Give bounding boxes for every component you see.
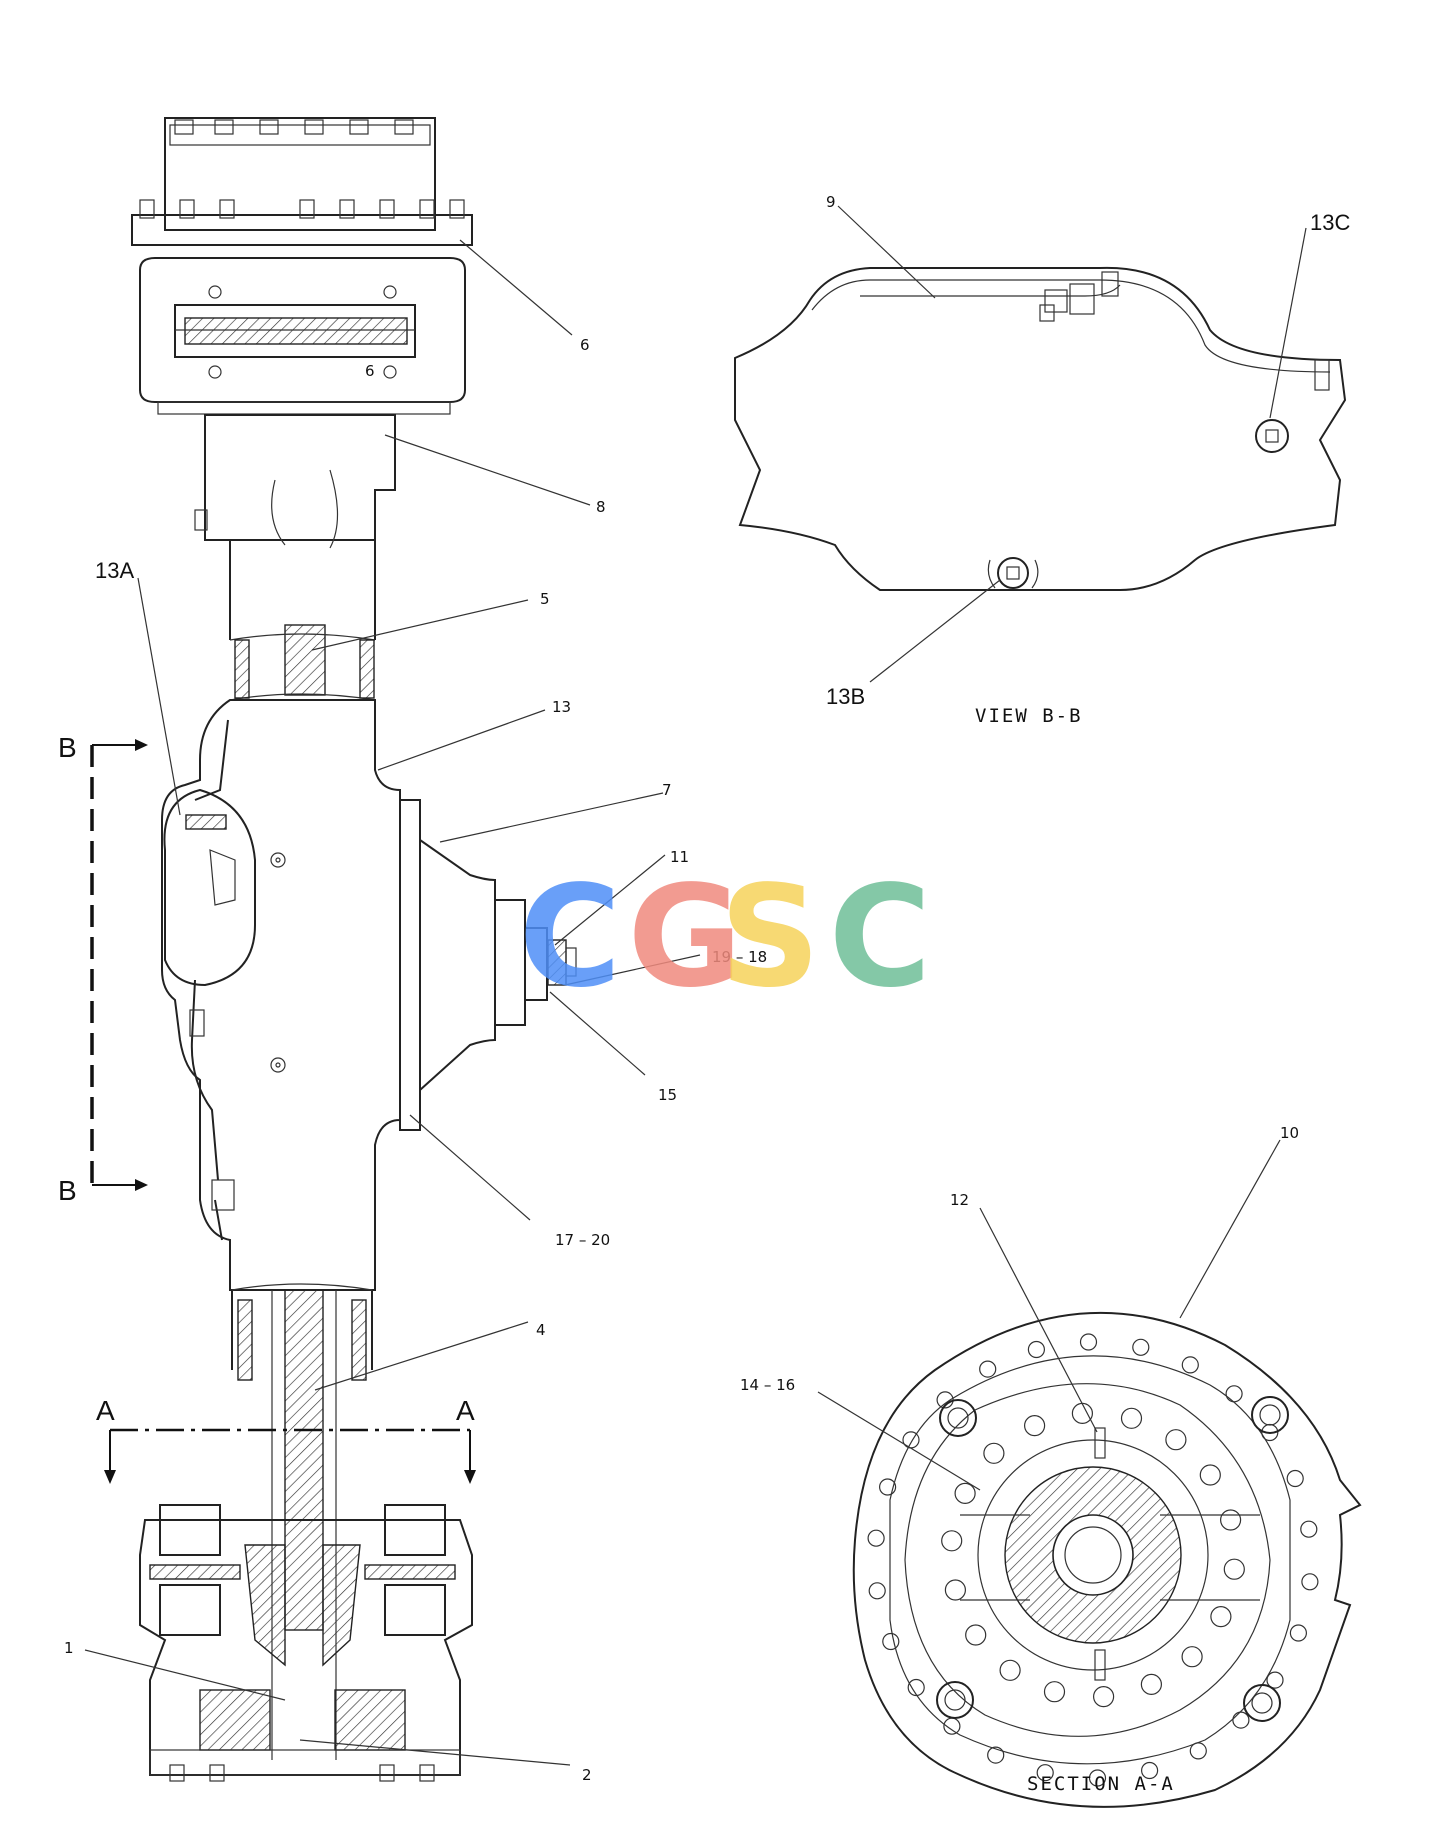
outer-bolt-hole (1300, 1520, 1318, 1538)
plug-13b (997, 557, 1029, 589)
outer-bolt-hole (882, 1632, 900, 1651)
section-marker-a-left: A (96, 1395, 115, 1426)
bolt-circle (941, 1402, 1245, 1708)
view-b-b: 9 13C 13B VIEW B-B (734, 193, 1350, 727)
bolt-hole (1210, 1605, 1232, 1628)
caption-view-bb: VIEW B-B (975, 705, 1083, 727)
outer-bolt-hole (1027, 1340, 1046, 1359)
watermark-letter: S (720, 856, 821, 1019)
callout-19-18: 19 – 18 (712, 948, 767, 966)
section-aa-outline (852, 1311, 1362, 1808)
callout-8: 8 (596, 498, 606, 516)
view-bb-outline (734, 266, 1347, 591)
bolt-hole (1165, 1429, 1187, 1451)
upper-shaft-section (284, 624, 326, 696)
callout-15: 15 (658, 1086, 677, 1104)
top-housing (164, 117, 436, 231)
outer-bolt-hole (1079, 1333, 1098, 1351)
outer-bolt-hole (1225, 1385, 1243, 1403)
outer-bolt-hole (987, 1746, 1005, 1764)
watermark-letter: C (829, 856, 932, 1019)
callout-17-20: 17 – 20 (555, 1231, 610, 1249)
outer-bolt-hole (1289, 1624, 1308, 1642)
outer-bolt-hole (907, 1678, 925, 1697)
outer-bolt-circle (867, 1333, 1319, 1787)
bracket (204, 414, 396, 541)
tube-line (860, 284, 1121, 297)
outer-bolt-hole (1036, 1764, 1054, 1782)
section-marker-b-top: B (58, 732, 77, 763)
callout-13a: 13A (95, 558, 134, 583)
coupling-body (139, 257, 466, 403)
bolt-hole (1199, 1464, 1221, 1486)
outer-bolt-hole (1132, 1338, 1150, 1356)
plug-13c (1255, 419, 1289, 453)
bolt-hole (1223, 1558, 1245, 1580)
callout-10: 10 (1280, 1124, 1299, 1142)
section-line-a: A A (96, 1395, 476, 1484)
callout-5: 5 (540, 590, 550, 608)
shaft-assembly-side-view (131, 117, 577, 1782)
outer-bolt-hole (1189, 1742, 1207, 1760)
lower-shaft-section (284, 1289, 324, 1631)
bolt-hole (1140, 1673, 1163, 1696)
callout-13: 13 (552, 698, 571, 716)
outer-bolt-hole (867, 1529, 885, 1547)
outer-bolt-hole (878, 1478, 897, 1496)
caption-section-aa: SECTION A-A (1027, 1773, 1175, 1795)
outer-bolt-hole (868, 1582, 886, 1600)
callout-11: 11 (670, 848, 689, 866)
bolt-hole (999, 1659, 1021, 1681)
housing-bolts (139, 119, 465, 219)
section-a-a: 10 12 14 – 16 SECTION A-A (740, 1124, 1362, 1808)
callout-14-16: 14 – 16 (740, 1376, 795, 1394)
callout-9: 9 (826, 193, 836, 211)
section-marker-b-bottom: B (58, 1175, 77, 1206)
bolt-hole (1219, 1509, 1242, 1531)
side-flange (399, 799, 421, 1131)
bolt-hole (1092, 1685, 1115, 1708)
callout-7: 7 (662, 781, 672, 799)
bolt-hole (983, 1442, 1005, 1464)
outer-bolt-hole (1232, 1711, 1250, 1729)
bolt-hole (965, 1624, 987, 1646)
outer-bolt-hole (1088, 1769, 1107, 1787)
section-marker-a-right: A (456, 1395, 475, 1426)
outer-bolt-hole (1301, 1573, 1319, 1591)
cover (419, 838, 496, 1093)
outer-bolt-hole (1181, 1356, 1199, 1374)
outer-bolt-hole (1140, 1761, 1159, 1780)
bolt-hole (1181, 1646, 1203, 1668)
bolt-hole (1071, 1402, 1094, 1425)
bolt-hole (1023, 1414, 1046, 1437)
watermark-letter: G (628, 856, 743, 1019)
callout-6-upper: 6 (580, 336, 590, 354)
callout-13b: 13B (826, 684, 865, 709)
bolt-hole (944, 1579, 967, 1601)
oil-line (190, 719, 229, 1241)
main-housing-body (161, 699, 401, 1291)
callout-12: 12 (950, 1191, 969, 1209)
bolt-hole (1043, 1681, 1066, 1703)
callout-2: 2 (582, 1766, 592, 1784)
callout-6-lower: 6 (365, 362, 375, 380)
callout-13c: 13C (1310, 210, 1350, 235)
section-line-b: B B (58, 732, 148, 1206)
callout-1: 1 (64, 1639, 74, 1657)
callout-4: 4 (536, 1321, 546, 1339)
outer-bolt-hole (1286, 1469, 1304, 1488)
outer-bolt-hole (1266, 1671, 1284, 1689)
watermark-letter: C (519, 856, 622, 1019)
leader-lines (84, 239, 701, 1766)
outer-bolt-hole (979, 1360, 997, 1378)
bolt-hole (1120, 1407, 1143, 1429)
bolt-hole (954, 1482, 976, 1505)
bolt-hole (941, 1530, 963, 1552)
